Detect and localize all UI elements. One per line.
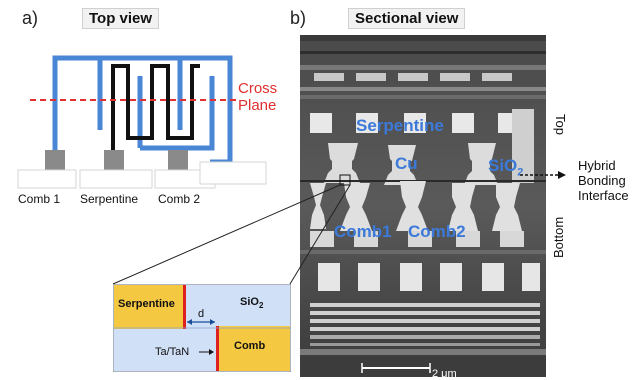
cross-plane-line2: Plane [238, 97, 277, 114]
interface-line3: Interface [578, 188, 629, 203]
inset-serpentine-label: Serpentine [118, 298, 175, 310]
sem-image [300, 35, 546, 377]
inset-sio2-label: SiO2 [240, 296, 263, 310]
inset-sio2-sub: 2 [258, 301, 264, 311]
serpentine-label-box [79, 169, 153, 189]
cross-plane-line1: Cross [238, 80, 278, 97]
extra-box [199, 161, 267, 185]
comb1-label: Comb 1 [18, 192, 61, 206]
lower-pads [310, 231, 524, 247]
upper-structures [324, 109, 534, 185]
panel-b-title: Sectional view [348, 8, 466, 29]
lower-structures [310, 181, 522, 231]
inset-barrier-top [183, 285, 186, 329]
bottom-vias [318, 263, 540, 291]
inset-barrier-bottom [216, 326, 219, 371]
interface-arrow [520, 171, 566, 179]
inset-serpentine-metal [114, 285, 184, 329]
inset-comb-metal [219, 326, 290, 371]
zoom-box [339, 174, 351, 186]
serpentine-label: Serpentine [80, 192, 139, 206]
inset-sio2-text: SiO [240, 296, 259, 308]
inset-comb-label: Comb [234, 340, 266, 352]
panel-a-letter: a) [22, 8, 39, 28]
bottom-metal-lines [310, 303, 540, 346]
sem-sio2-label: SiO2 [488, 156, 523, 178]
inset-d-label: d [198, 308, 205, 320]
hybrid-bonding-interface-label: Hybrid Bonding Interface [578, 158, 629, 203]
inset-diagram [113, 284, 291, 372]
panel-b-letter: b) [290, 8, 307, 28]
sem-sio2-sub: 2 [517, 166, 524, 179]
sem-cu-label: Cu [395, 154, 418, 173]
cross-plane-label: Cross Plane [238, 80, 277, 114]
top-metal-lines [300, 35, 546, 99]
interface-line2: Bonding [578, 173, 626, 188]
comb1-pad [45, 150, 65, 170]
sem-serpentine-label: Serpentine [356, 116, 444, 135]
inset-barrier-label: Ta/TaN [155, 346, 190, 358]
interface-line1: Hybrid [578, 158, 616, 173]
sem-comb1-label: Comb1 [334, 222, 392, 241]
sem-sio2-text: SiO [488, 156, 518, 175]
serpentine-trace [111, 64, 200, 155]
top-view-schematic [17, 55, 267, 189]
panel-a-title: Top view [82, 8, 160, 29]
scale-bar-label: 2 μm [432, 368, 457, 380]
comb2-label: Comb 2 [158, 192, 201, 206]
sem-comb2-label: Comb2 [408, 222, 466, 241]
comb2-pad [168, 150, 188, 170]
serpentine-pad [104, 150, 124, 170]
comb1-label-box [17, 169, 77, 189]
